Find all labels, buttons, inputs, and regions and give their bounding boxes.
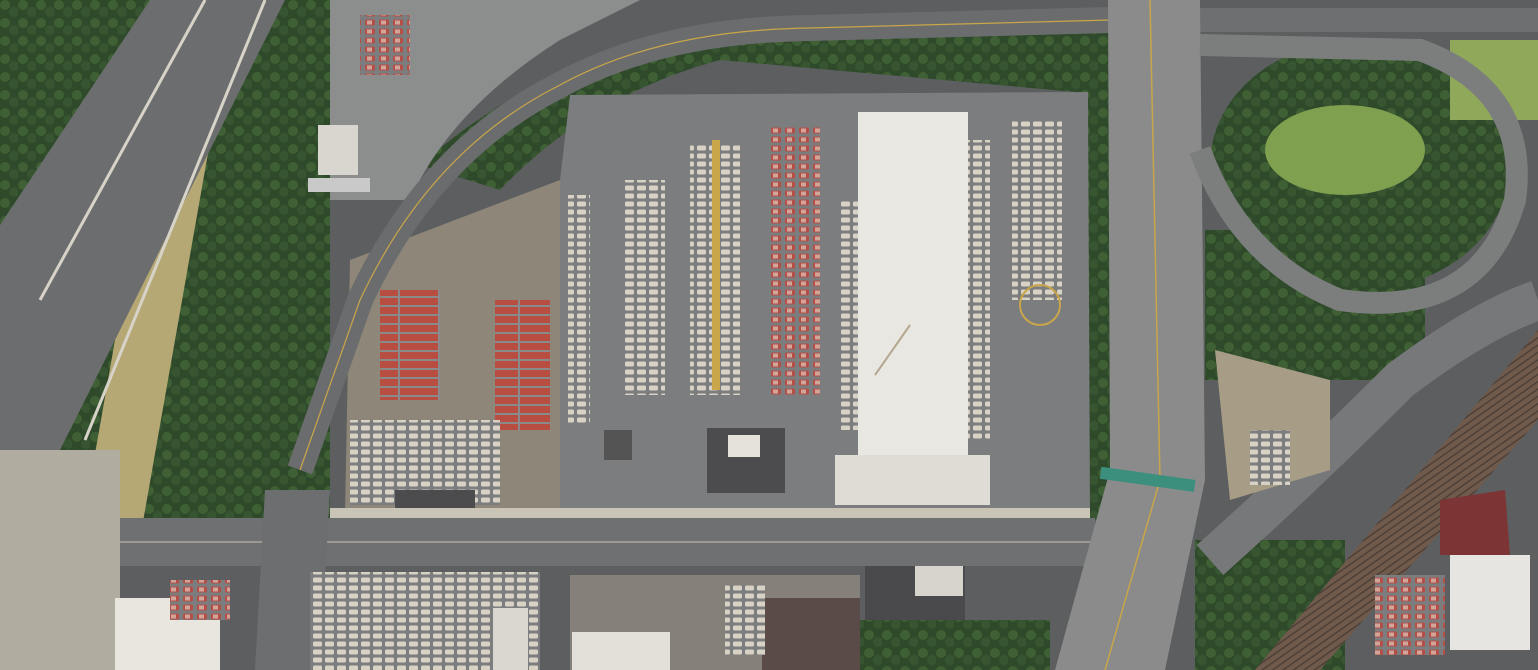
warehouse-roof-seam bbox=[874, 324, 911, 376]
white-roof-building-east bbox=[1450, 555, 1530, 650]
highway-west-median bbox=[38, 0, 207, 301]
railway bbox=[1255, 330, 1538, 670]
tree-belt-east bbox=[1085, 90, 1115, 520]
parking-row-1 bbox=[568, 195, 590, 425]
dirt-lot-east bbox=[1215, 350, 1330, 500]
building-south-small bbox=[493, 608, 528, 670]
red-roof-building bbox=[1440, 490, 1510, 555]
elevated-highway bbox=[1055, 0, 1205, 670]
parking-row-5 bbox=[840, 200, 860, 430]
parking-row-7 bbox=[1012, 120, 1062, 300]
parking-row-2 bbox=[625, 180, 665, 395]
lot-marking-circle bbox=[1019, 284, 1061, 326]
sidewalk bbox=[330, 508, 1090, 518]
building-south-light bbox=[915, 566, 963, 596]
south-trees bbox=[860, 620, 1050, 670]
parked-vehicles-east bbox=[1250, 430, 1290, 485]
small-building-roof bbox=[728, 435, 760, 457]
yard-trailer bbox=[308, 178, 370, 192]
cloverleaf-ramp bbox=[1189, 34, 1528, 314]
building-south-white bbox=[572, 632, 670, 670]
salvage-shed bbox=[395, 490, 475, 508]
yard-trucks bbox=[360, 15, 410, 75]
highway-west-lane bbox=[83, 0, 267, 441]
lot-southwest-cars bbox=[170, 580, 230, 620]
container-stack-1 bbox=[380, 290, 440, 400]
warehouse-annex bbox=[835, 455, 990, 505]
parking-row-6 bbox=[965, 140, 990, 440]
lot-median bbox=[712, 140, 720, 390]
ramp-east bbox=[1196, 281, 1538, 575]
container-stack-2 bbox=[495, 300, 550, 430]
building-south-red-roofs bbox=[762, 598, 860, 670]
ramp-curve-north-line bbox=[299, 19, 1111, 471]
south-lot-cars bbox=[725, 585, 765, 655]
interchange-lawn bbox=[1265, 105, 1425, 195]
highway-sign bbox=[1099, 466, 1196, 492]
parking-row-4 bbox=[770, 125, 820, 395]
guard-shed bbox=[604, 430, 632, 460]
warehouse-roof bbox=[858, 112, 968, 457]
yard-building bbox=[318, 125, 358, 175]
scrap-lot-east bbox=[1375, 575, 1445, 655]
overpass-deck bbox=[0, 450, 120, 670]
